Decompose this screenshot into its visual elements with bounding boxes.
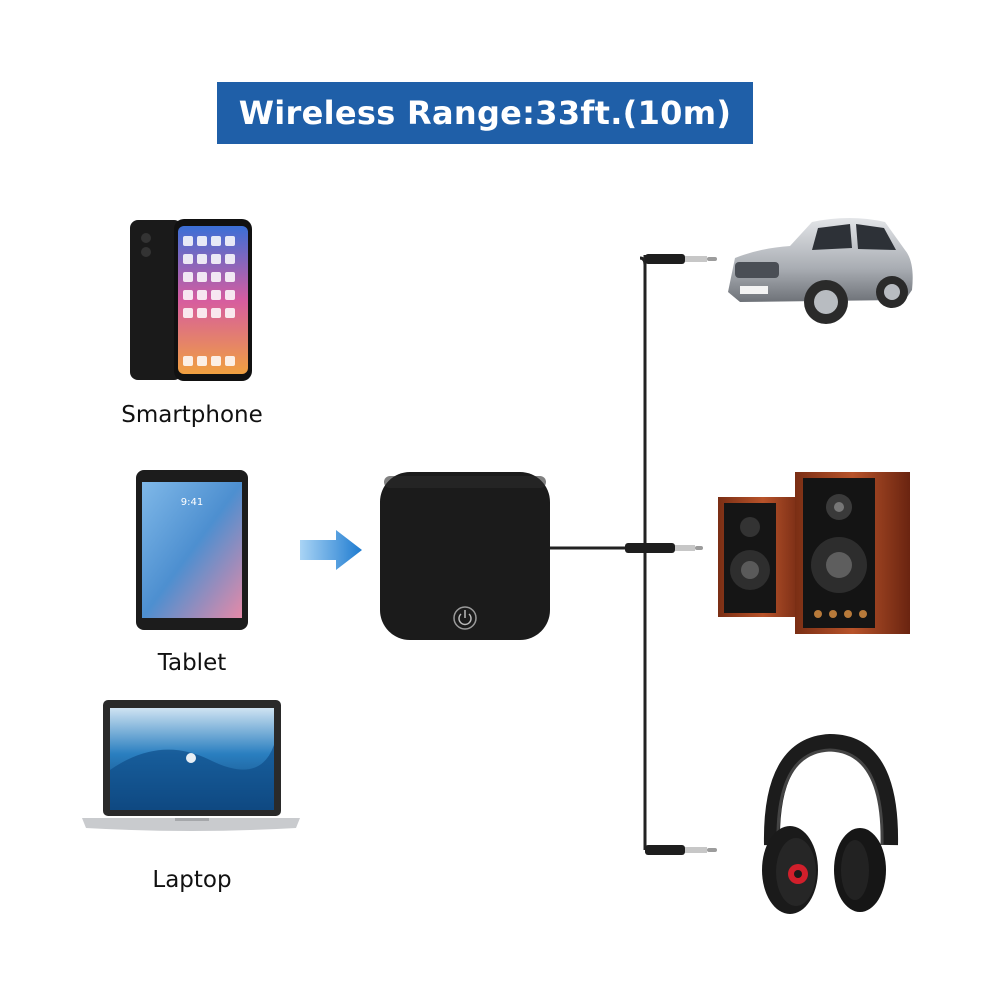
- source-label-laptop: Laptop: [152, 867, 232, 893]
- car-icon: [728, 218, 913, 324]
- laptop-icon: [82, 700, 300, 831]
- range-banner: Wireless Range:33ft.(10m): [217, 82, 753, 144]
- smartphone-icon: [130, 219, 252, 381]
- source-label-tablet: Tablet: [157, 650, 227, 676]
- aux-plug-top: [645, 254, 717, 264]
- speakers-icon: [718, 472, 910, 634]
- power-icon: [453, 606, 477, 630]
- headphones-icon: [762, 733, 899, 914]
- source-label-smartphone: Smartphone: [121, 402, 263, 428]
- aux-plug-middle: [625, 543, 703, 553]
- aux-plug-bottom: [645, 845, 717, 855]
- tablet-icon: 9:41: [136, 470, 248, 630]
- transmitter-device: [380, 472, 550, 640]
- transfer-arrow-icon: [300, 530, 362, 570]
- svg-text:9:41: 9:41: [181, 497, 203, 508]
